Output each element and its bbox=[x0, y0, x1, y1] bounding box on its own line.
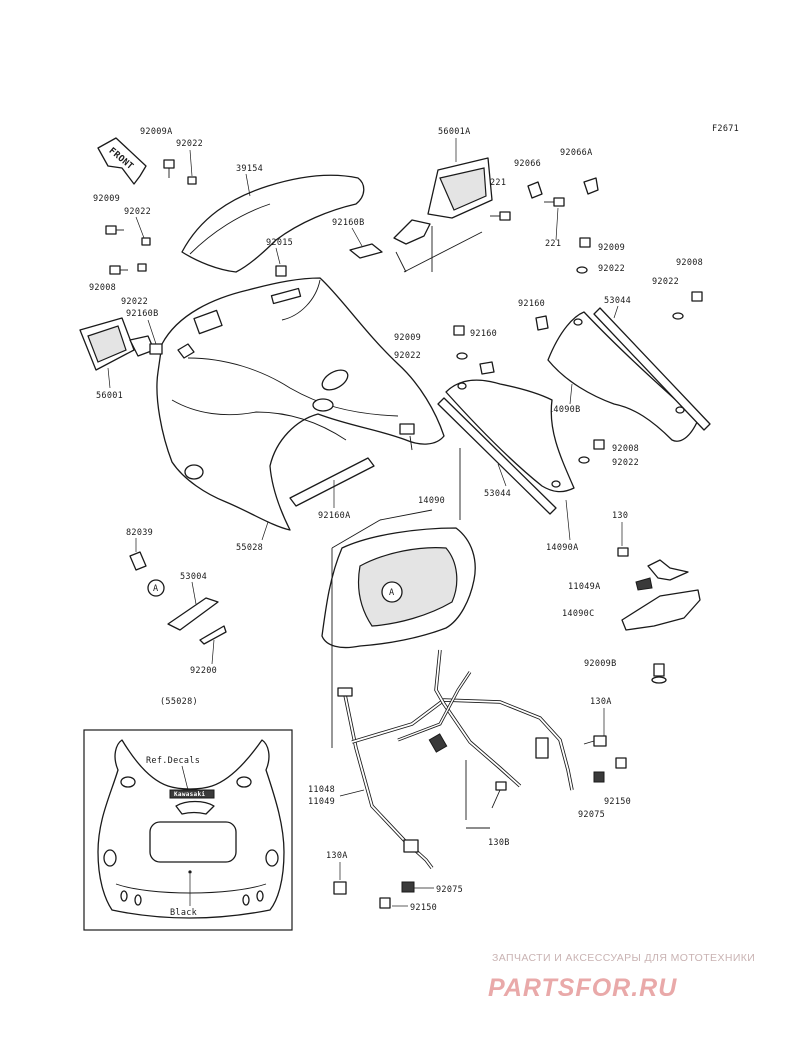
callout-92200: 92200 bbox=[190, 666, 217, 676]
callout-92066a: 92066A bbox=[560, 148, 593, 158]
callout-130a-b: 130A bbox=[326, 851, 348, 861]
callout-92022-a: 92022 bbox=[176, 139, 203, 149]
label-black: Black bbox=[170, 908, 197, 918]
callout-56001a: 56001A bbox=[438, 127, 471, 137]
inner-panel-left-part bbox=[437, 379, 575, 515]
callout-53004: 53004 bbox=[180, 572, 207, 582]
callout-92075-a: 92075 bbox=[578, 810, 605, 820]
callout-53044-a: 53044 bbox=[604, 296, 631, 306]
callout-221-b: 221 bbox=[545, 239, 561, 249]
upper-cowl-part bbox=[156, 277, 445, 531]
decal-logo-label: Kawasaki bbox=[174, 791, 205, 798]
callout-92160-b: 92160 bbox=[470, 329, 497, 339]
callout-11048: 11048 bbox=[308, 785, 335, 795]
callout-130-a: 130 bbox=[612, 511, 628, 521]
watermark-subtitle: ЗАПЧАСТИ И АКСЕССУАРЫ ДЛЯ МОТОТЕХНИКИ bbox=[492, 952, 755, 964]
callout-92008-b: 92008 bbox=[676, 258, 703, 268]
bolt-icon bbox=[490, 177, 599, 221]
callout-14090: 14090 bbox=[418, 496, 445, 506]
callout-92022-c: 92022 bbox=[121, 297, 148, 307]
meter-cover-part bbox=[321, 527, 476, 649]
callout-92160b-a: 92160B bbox=[332, 218, 365, 228]
label-ref-decals: Ref.Decals bbox=[146, 756, 200, 766]
callout-14090b: 14090B bbox=[548, 405, 581, 415]
callout-92009-c: 92009 bbox=[394, 333, 421, 343]
bolt-icon bbox=[333, 735, 627, 909]
decal-reference-box bbox=[83, 729, 293, 931]
windshield-part bbox=[181, 174, 365, 273]
callout-56001: 56001 bbox=[96, 391, 123, 401]
callout-55028: 55028 bbox=[236, 543, 263, 553]
callout-92022-f: 92022 bbox=[394, 351, 421, 361]
callout-92015: 92015 bbox=[266, 238, 293, 248]
callout-92008-c: 92008 bbox=[612, 444, 639, 454]
callout-92009b: 92009B bbox=[584, 659, 617, 669]
pad-icon bbox=[535, 315, 549, 331]
figure-code: F2671 bbox=[712, 124, 739, 134]
decal-cowl-part bbox=[97, 739, 285, 919]
callout-14090c: 14090C bbox=[562, 609, 595, 619]
small-parts-left bbox=[129, 551, 227, 645]
callout-92150-b: 92150 bbox=[410, 903, 437, 913]
callout-92009-a: 92009 bbox=[93, 194, 120, 204]
callout-92160-a: 92160 bbox=[518, 299, 545, 309]
label-circle-a-1: A bbox=[389, 588, 394, 598]
callout-130b: 130B bbox=[488, 838, 510, 848]
callout-39154: 39154 bbox=[236, 164, 263, 174]
callout-53044-b: 53044 bbox=[484, 489, 511, 499]
callout-92022-b: 92022 bbox=[124, 207, 151, 217]
label-circle-a-2: A bbox=[153, 584, 158, 594]
callout-221-a: 221 bbox=[490, 178, 506, 188]
callout-14090a: 14090A bbox=[546, 543, 579, 553]
callout-92160a: 92160A bbox=[318, 511, 351, 521]
callout-82039: 82039 bbox=[126, 528, 153, 538]
callout-11049a: 11049A bbox=[568, 582, 601, 592]
callout-92160b-b: 92160B bbox=[126, 309, 159, 319]
bolt-icon bbox=[453, 325, 605, 464]
bracket-right-part bbox=[617, 547, 701, 684]
callout-92009a: 92009A bbox=[140, 127, 173, 137]
front-arrow-icon: FRONT bbox=[97, 137, 147, 185]
strip-92160a-part bbox=[289, 457, 375, 507]
bolt-icon bbox=[576, 237, 703, 320]
inner-panel-right-part bbox=[547, 307, 711, 442]
callout-92075-b: 92075 bbox=[436, 885, 463, 895]
callout-92022-d: 92022 bbox=[598, 264, 625, 274]
callout-55028-ref: (55028) bbox=[160, 697, 198, 707]
mirror-left-part bbox=[79, 317, 163, 371]
screw-icon bbox=[105, 159, 287, 277]
callout-92008-a: 92008 bbox=[89, 283, 116, 293]
callout-11049: 11049 bbox=[308, 797, 335, 807]
mirror-right-part bbox=[393, 157, 493, 273]
callout-130a-a: 130A bbox=[590, 697, 612, 707]
callout-92022-e: 92022 bbox=[652, 277, 679, 287]
callout-92022-g: 92022 bbox=[612, 458, 639, 468]
callout-92150-a: 92150 bbox=[604, 797, 631, 807]
pad-icon bbox=[349, 243, 383, 259]
watermark-logo: PARTSFOR.RU bbox=[488, 974, 677, 1002]
stay-frame-part bbox=[337, 649, 574, 870]
callout-92009-b: 92009 bbox=[598, 243, 625, 253]
callout-92066: 92066 bbox=[514, 159, 541, 169]
